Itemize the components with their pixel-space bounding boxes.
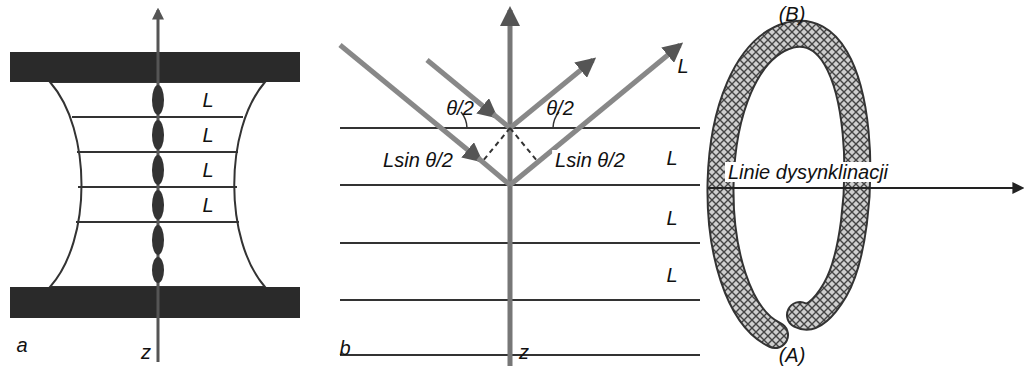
layer-lines <box>340 128 700 355</box>
axis-label: L <box>202 195 213 215</box>
annotation-label: (B) <box>779 4 806 24</box>
axis-label: a <box>16 335 27 355</box>
z-axis <box>508 10 513 366</box>
axis-label: z <box>141 342 151 362</box>
axis-label: L <box>666 148 677 168</box>
annotation-label: Linie dysynklinacji <box>725 162 891 182</box>
path-difference <box>482 128 538 162</box>
axis-label: z <box>519 342 529 362</box>
annotation-label: Lsin θ/2 <box>380 150 456 170</box>
panel-b <box>340 10 700 366</box>
light-rays <box>340 45 680 185</box>
axis-label: L <box>666 265 677 285</box>
panel-a <box>10 10 300 362</box>
annotation-label: (A) <box>779 345 806 365</box>
axis-label: b <box>339 338 350 358</box>
annotation-label: θ/2 <box>446 98 474 118</box>
angle-arcs <box>461 112 559 128</box>
z-axis <box>157 10 160 362</box>
axis-label: L <box>677 56 688 76</box>
disclination-line <box>708 187 1022 189</box>
axis-label: L <box>202 90 213 110</box>
axis-label: L <box>202 125 213 145</box>
annotation-label: Lsin θ/2 <box>552 150 628 170</box>
disclination-loop-outline <box>720 34 857 335</box>
layer-lines <box>72 117 243 222</box>
axis-label: L <box>202 160 213 180</box>
axis-label: L <box>666 208 677 228</box>
electrode-plate <box>10 287 300 318</box>
molecules <box>152 85 164 283</box>
disclination-loop <box>720 34 857 335</box>
panel-c <box>708 34 1022 335</box>
electrode-plate <box>10 52 300 82</box>
annotation-label: θ/2 <box>546 98 574 118</box>
